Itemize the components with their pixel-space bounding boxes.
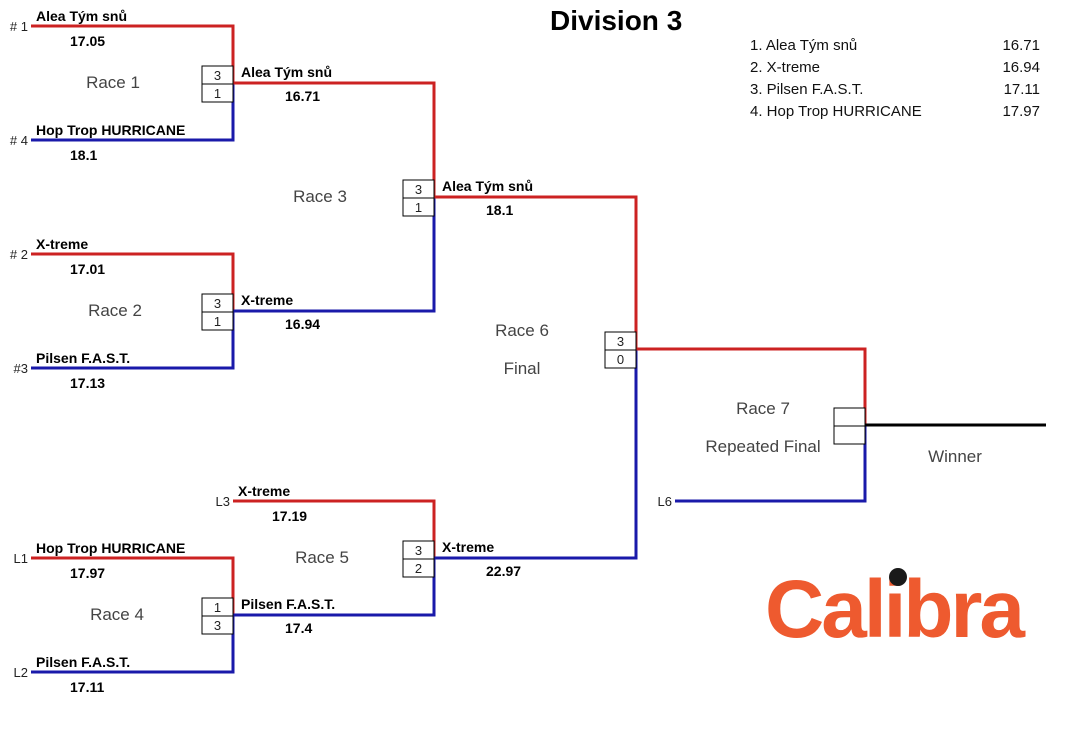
race2-top-line [31, 252, 235, 311]
race2-bottom-time: 17.13 [70, 375, 105, 391]
race2-result-team: X-treme [241, 292, 293, 308]
score-cell [833, 425, 866, 445]
score-cell [201, 83, 234, 103]
standings-row: 2. X-treme 16.94 [750, 59, 1040, 76]
race7-label: Race 7 [736, 399, 790, 418]
race1-top-seed: # 1 [10, 19, 28, 34]
race5-top-time: 17.19 [272, 508, 307, 524]
race3-result-time: 18.1 [486, 202, 513, 218]
standings-table: 1. Alea Tým snů 16.71 2. X-treme 16.94 3. Pi… [750, 37, 1040, 120]
score-cell [402, 558, 435, 578]
race3-top-line [233, 81, 436, 197]
race5-top-seed: L3 [216, 494, 230, 509]
race4-top-seed: L1 [14, 551, 28, 566]
score-value: 3 [214, 68, 221, 83]
race6-top-line [434, 195, 638, 349]
race1-score-box: 31 [201, 65, 234, 103]
race1-top-line [31, 24, 235, 83]
score-value: 3 [214, 618, 221, 633]
bracket-labels: # 1 Alea Tým snů 17.05 # 4 Hop Trop HURRICAN… [10, 8, 982, 695]
race1-top-time: 17.05 [70, 33, 105, 49]
race7-bottom-seed: L6 [658, 494, 672, 509]
score-cell [604, 349, 637, 369]
race5-label: Race 5 [295, 548, 349, 567]
race5-result-time: 22.97 [486, 563, 521, 579]
race5-top-team: X-treme [238, 483, 290, 499]
race1-top-team: Alea Tým snů [36, 8, 127, 24]
race6-sublabel: Final [504, 359, 541, 378]
score-value: 0 [617, 352, 624, 367]
race4-label: Race 4 [90, 605, 144, 624]
race4-bottom-team: Pilsen F.A.S.T. [36, 654, 130, 670]
race1-bottom-team: Hop Trop HURRICANE [36, 122, 185, 138]
score-value: 1 [214, 86, 221, 101]
score-cell [201, 311, 234, 331]
score-value: 3 [415, 182, 422, 197]
race4-result-time: 17.4 [285, 620, 312, 636]
race5-top-line [233, 499, 436, 558]
race3-label: Race 3 [293, 187, 347, 206]
standings-time: 16.71 [1002, 37, 1040, 54]
race2-bottom-seed: #3 [14, 361, 28, 376]
score-cell [201, 615, 234, 635]
race3-result-team: Alea Tým snů [442, 178, 533, 194]
standings-row: 3. Pilsen F.A.S.T. 17.11 [750, 81, 1040, 98]
race1-result-time: 16.71 [285, 88, 320, 104]
race2-result-time: 16.94 [285, 316, 320, 332]
logo-dot [889, 568, 907, 586]
race6-score-box: 30 [604, 331, 637, 369]
race4-result-team: Pilsen F.A.S.T. [241, 596, 335, 612]
race6-bottom-line [434, 349, 638, 560]
race1-bottom-seed: # 4 [10, 133, 28, 148]
score-value: 3 [617, 334, 624, 349]
race1-bottom-time: 18.1 [70, 147, 97, 163]
score-value: 2 [415, 561, 422, 576]
bracket-lines [31, 24, 1046, 674]
standings-team: 2. X-treme [750, 59, 820, 76]
winner-label: Winner [928, 447, 982, 466]
standings-row: 1. Alea Tým snů 16.71 [750, 37, 1040, 54]
race4-score-box: 13 [201, 597, 234, 635]
standings-time: 17.11 [1004, 81, 1040, 98]
standings-team: 4. Hop Trop HURRICANE [750, 103, 922, 120]
race4-bottom-time: 17.11 [70, 679, 104, 695]
score-value: 1 [214, 314, 221, 329]
score-value: 1 [214, 600, 221, 615]
standings-time: 16.94 [1002, 59, 1040, 76]
standings-row: 4. Hop Trop HURRICANE 17.97 [750, 103, 1040, 120]
race4-top-team: Hop Trop HURRICANE [36, 540, 185, 556]
score-cell [833, 407, 866, 427]
race7-score-box [833, 407, 866, 445]
race4-bottom-seed: L2 [14, 665, 28, 680]
score-cell [402, 197, 435, 217]
race2-score-box: 31 [201, 293, 234, 331]
race7-sublabel: Repeated Final [705, 437, 820, 456]
race4-top-line [31, 556, 235, 615]
race7-top-line [636, 347, 867, 425]
race2-top-team: X-treme [36, 236, 88, 252]
standings-team: 3. Pilsen F.A.S.T. [750, 81, 863, 98]
score-value: 3 [214, 296, 221, 311]
race2-bottom-team: Pilsen F.A.S.T. [36, 350, 130, 366]
score-value: 3 [415, 543, 422, 558]
race1-label: Race 1 [86, 73, 140, 92]
race5-score-box: 32 [402, 540, 435, 578]
standings-team: 1. Alea Tým snů [750, 37, 857, 54]
race4-top-time: 17.97 [70, 565, 105, 581]
division-title: Division 3 [550, 5, 682, 36]
race1-result-team: Alea Tým snů [241, 64, 332, 80]
race3-score-box: 31 [402, 179, 435, 217]
standings-time: 17.97 [1002, 103, 1040, 120]
calibra-logo: Calibra [765, 564, 1029, 655]
race5-result-team: X-treme [442, 539, 494, 555]
race3-bottom-line [233, 197, 436, 313]
race6-label: Race 6 [495, 321, 549, 340]
race2-top-time: 17.01 [70, 261, 105, 277]
race7-bottom-line [675, 425, 867, 503]
race2-label: Race 2 [88, 301, 142, 320]
race2-top-seed: # 2 [10, 247, 28, 262]
score-value: 1 [415, 200, 422, 215]
